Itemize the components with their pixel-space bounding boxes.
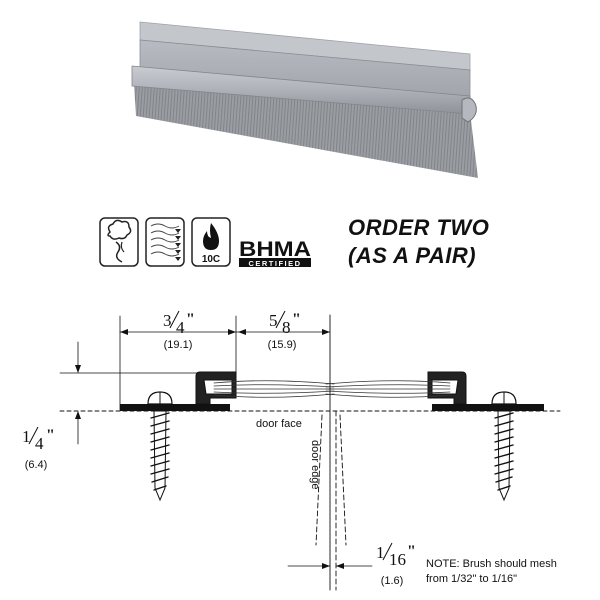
right-base-plate <box>432 404 544 411</box>
fire-rating-label: 10C <box>202 254 220 265</box>
brush-right <box>325 380 451 398</box>
cross-section-diagram <box>59 314 561 591</box>
left-base-plate <box>120 404 230 411</box>
sweep-end-profile <box>461 97 477 123</box>
smoke-seal-icon <box>99 217 139 267</box>
door-edge-label: door edge <box>309 440 321 490</box>
dim-bottom-unit: " <box>407 543 416 560</box>
order-note: ORDER TWO (AS A PAIR) <box>348 214 548 270</box>
dim-left-numerator: 1 <box>22 427 31 446</box>
bhma-sublabel: CERTIFIED <box>248 259 301 268</box>
dimension-five-eighths <box>235 329 331 335</box>
dimension-sixteenth <box>287 563 373 569</box>
note-line-1: NOTE: Brush should mesh <box>426 558 557 570</box>
dim-top-right-metric: (15.9) <box>268 339 297 351</box>
brush-left <box>213 380 335 398</box>
certification-icons: 10C BHMA CERTIFIED <box>99 217 311 268</box>
note-line-2: from 1/32" to 1/16" <box>426 573 517 585</box>
dim-bottom-numerator: 1 <box>376 543 385 562</box>
dim-top-right-unit: " <box>292 311 301 328</box>
fire-rated-icon: 10C <box>191 217 231 267</box>
dim-top-left-metric: (19.1) <box>164 339 193 351</box>
dim-left-metric: (6.4) <box>25 459 48 471</box>
product-photo <box>131 21 478 178</box>
dim-top-right-numerator: 5 <box>269 311 278 330</box>
bhma-certified-icon: BHMA CERTIFIED <box>239 238 311 268</box>
dim-left-denominator: 4 <box>35 434 44 453</box>
order-note-line-2: (AS A PAIR) <box>348 243 477 268</box>
dim-top-right-denominator: 8 <box>282 318 291 337</box>
dim-bottom-metric: (1.6) <box>381 575 404 587</box>
dim-bottom-denominator: 16 <box>389 550 406 569</box>
dimension-quarter <box>75 341 81 445</box>
air-infiltration-icon <box>145 217 185 267</box>
door-face-label: door face <box>256 418 302 430</box>
order-note-line-1: ORDER TWO <box>348 215 490 240</box>
dim-top-left-unit: " <box>186 311 195 328</box>
dimension-three-quarter <box>119 315 237 411</box>
bhma-label: BHMA <box>239 238 311 261</box>
left-screw <box>147 391 173 502</box>
dim-top-left-denominator: 4 <box>176 318 185 337</box>
right-screw <box>491 391 517 502</box>
dim-top-left-numerator: 3 <box>163 311 172 330</box>
dim-left-unit: " <box>46 427 55 444</box>
